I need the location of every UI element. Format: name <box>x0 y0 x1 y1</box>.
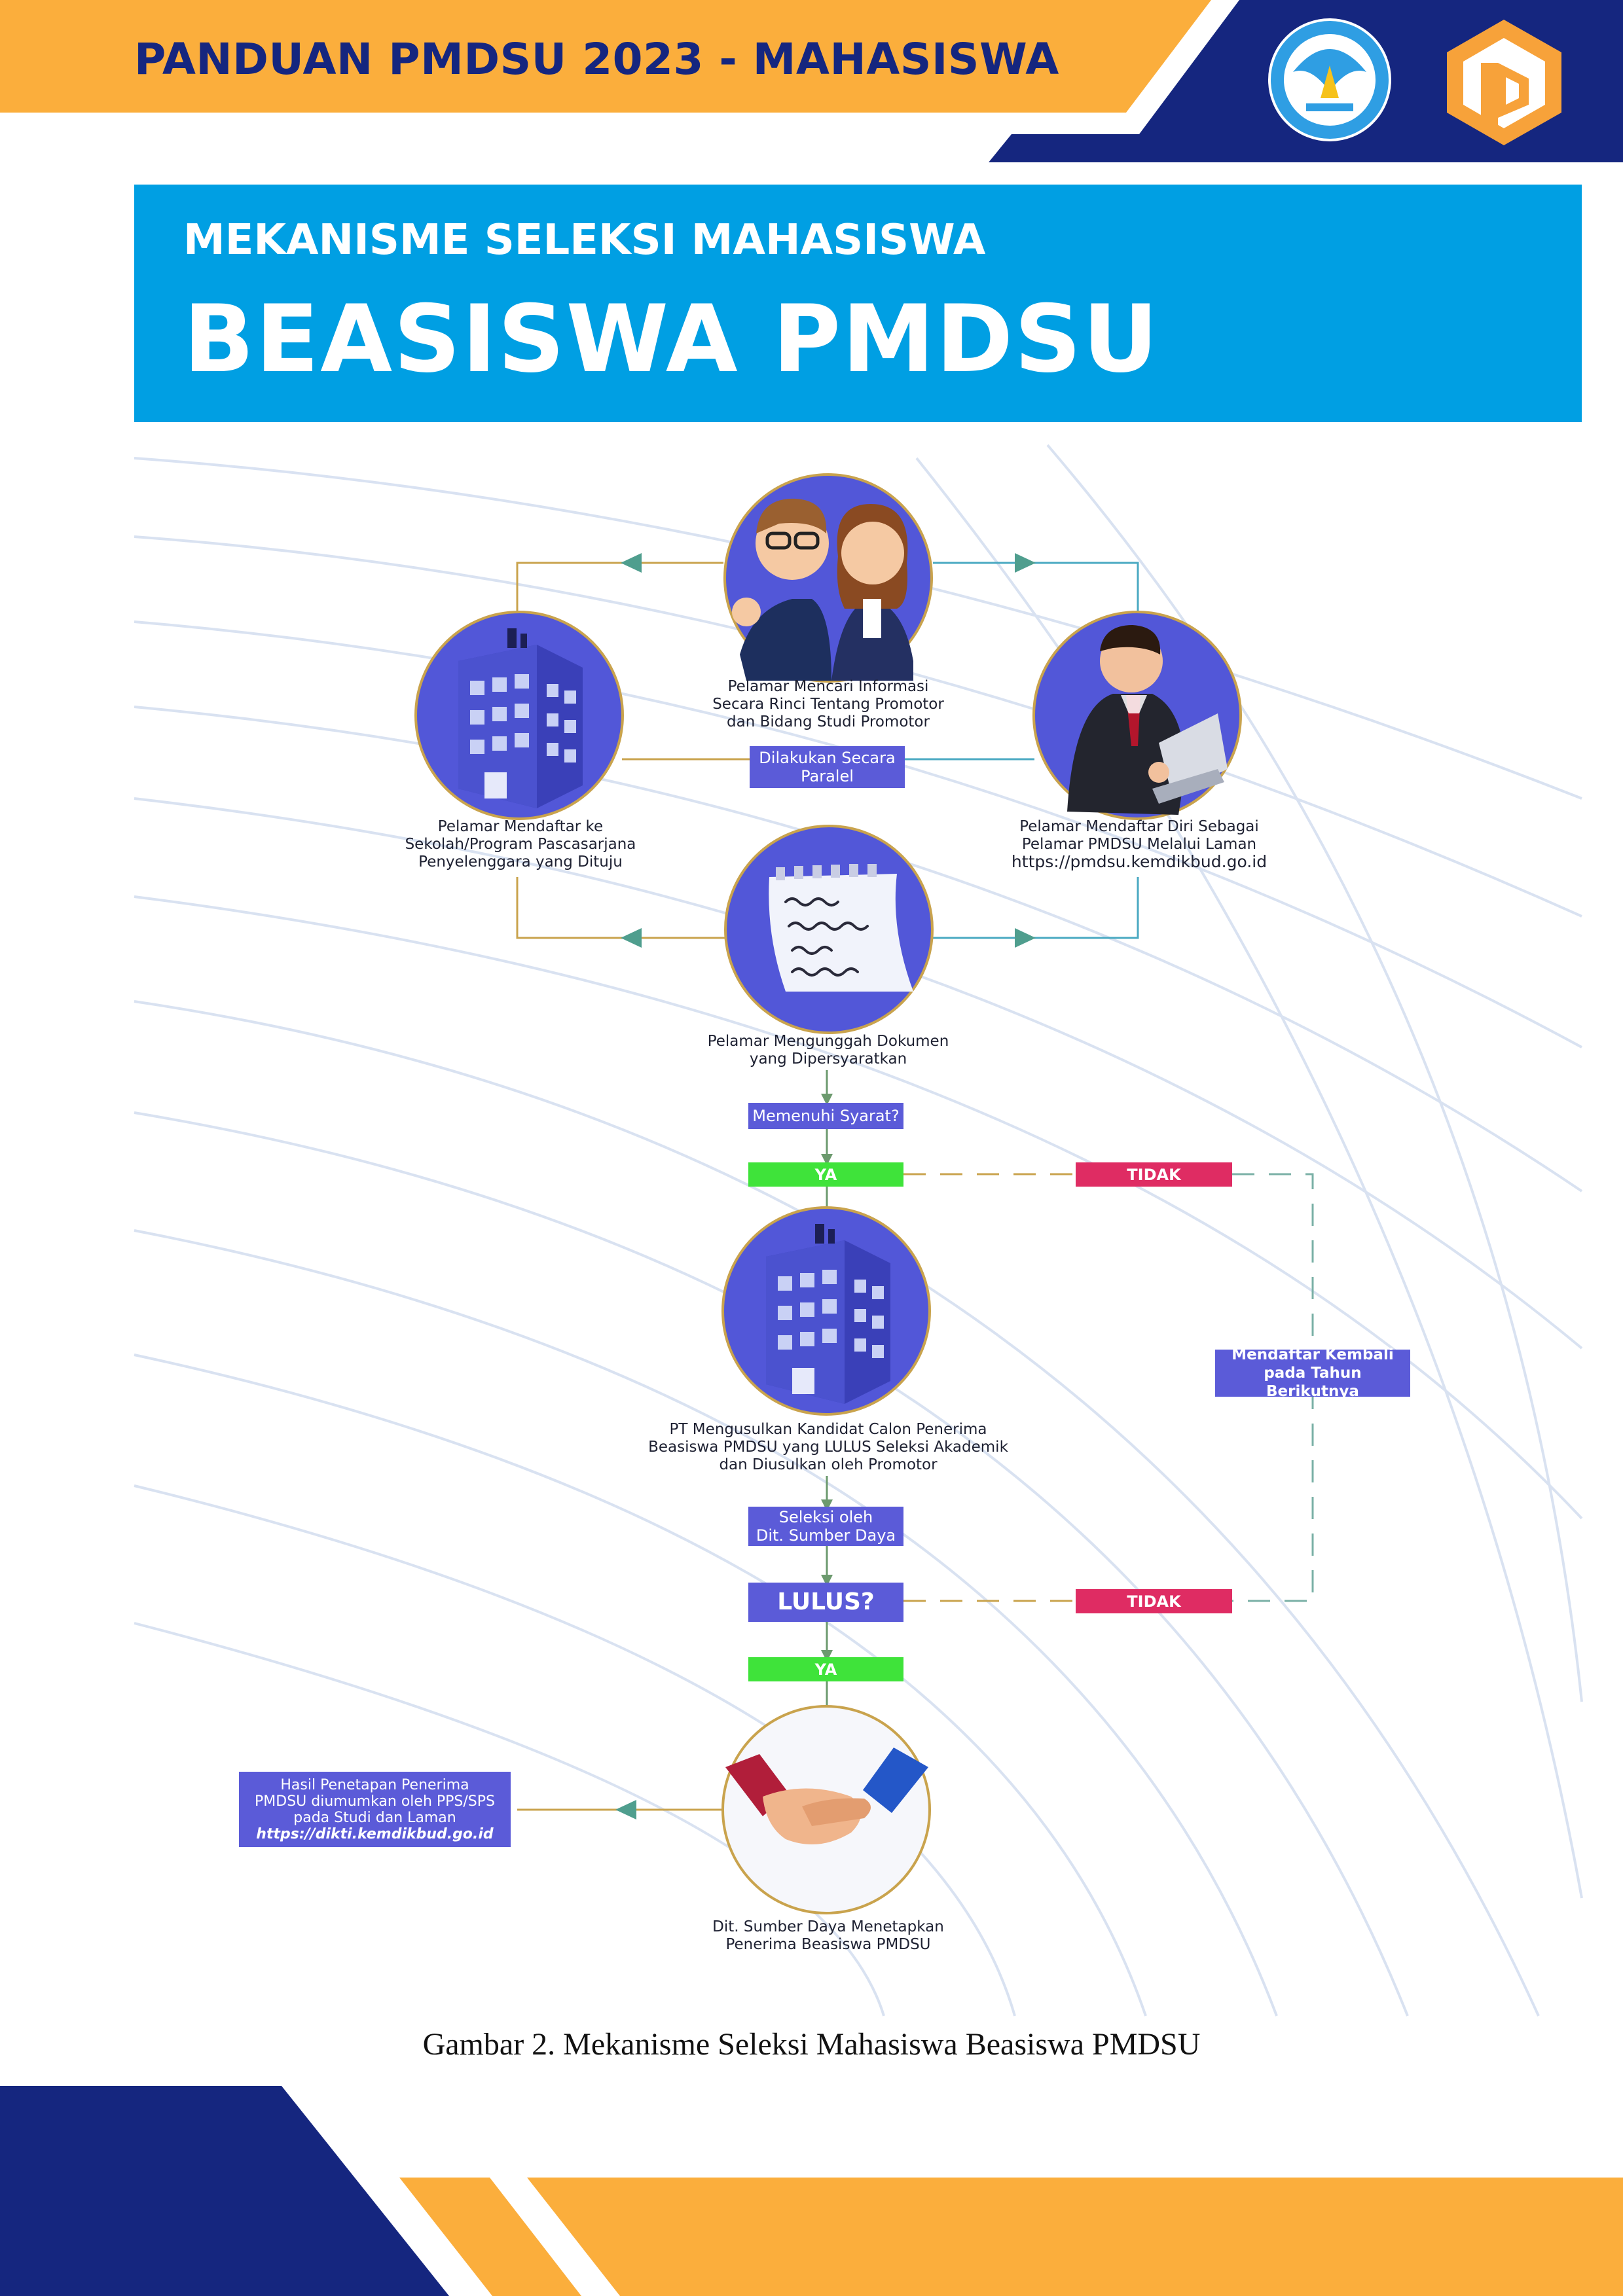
people-illustration <box>723 473 933 683</box>
reapply-next-year-box: Mendaftar Kembali pada Tahun Berikutnya <box>1215 1346 1410 1400</box>
building-illustration-center <box>721 1206 931 1416</box>
caption-register-school: Pelamar Mendaftar ke Sekolah/Program Pas… <box>405 818 636 870</box>
yes-label-2: YA <box>748 1657 903 1681</box>
result-arrowhead <box>615 1800 636 1820</box>
decision-requirements: Memenuhi Syarat? <box>748 1103 903 1129</box>
header-orange-band <box>0 0 1211 113</box>
footer-orange-stripe <box>399 2178 581 2296</box>
tut-wuri-handayani-logo <box>1268 18 1391 141</box>
caption-register-pmdsu: Pelamar Mendaftar Diri Sebagai Pelamar P… <box>1019 818 1259 853</box>
result-announcement-text: Hasil Penetapan Penerima PMDSU diumumkan… <box>255 1776 495 1826</box>
no-label-1: TIDAK <box>1076 1162 1232 1187</box>
result-announcement-box: Hasil Penetapan Penerima PMDSU diumumkan… <box>239 1772 511 1847</box>
handshake-illustration <box>721 1705 931 1914</box>
register-url-link[interactable]: https://pmdsu.kemdikbud.go.id <box>1011 852 1267 871</box>
page-header-title: PANDUAN PMDSU 2023 - MAHASISWA <box>134 34 1059 84</box>
decision-pass: LULUS? <box>748 1583 903 1622</box>
banner-title: BEASISWA PMDSU <box>183 285 1159 393</box>
caption-final-decision: Dit. Sumber Daya Menetapkan Penerima Bea… <box>712 1918 944 1953</box>
building-illustration-left <box>414 611 624 820</box>
caption-upload-documents: Pelamar Mengunggah Dokumen yang Dipersya… <box>707 1033 949 1067</box>
document-illustration <box>724 825 934 1034</box>
parallel-label: Dilakukan Secara Paralel <box>750 746 905 788</box>
figure-caption: Gambar 2. Mekanisme Seleksi Mahasiswa Be… <box>422 2027 1201 2062</box>
caption-propose-candidate: PT Mengusulkan Kandidat Calon Penerima B… <box>648 1421 1008 1473</box>
result-url-link[interactable]: https://dikti.kemdikbud.go.id <box>256 1825 494 1842</box>
banner-subtitle: MEKANISME SELEKSI MAHASISWA <box>183 216 986 264</box>
loop-arrowheads <box>621 553 1036 948</box>
selection-box: Seleksi oleh Dit. Sumber Daya <box>748 1507 903 1546</box>
background-arcs <box>134 444 1583 2017</box>
footer-orange-band <box>527 2178 1623 2296</box>
title-banner <box>134 185 1582 422</box>
pmdsu-logo <box>1447 20 1561 145</box>
yes-label-1: YA <box>748 1162 903 1187</box>
loop-connectors <box>516 562 1139 939</box>
man-laptop-illustration <box>1032 611 1242 820</box>
no-label-2: TIDAK <box>1076 1589 1232 1613</box>
caption-search-info: Pelamar Mencari Informasi Secara Rinci T… <box>712 678 944 730</box>
footer-navy-band <box>0 2086 449 2296</box>
